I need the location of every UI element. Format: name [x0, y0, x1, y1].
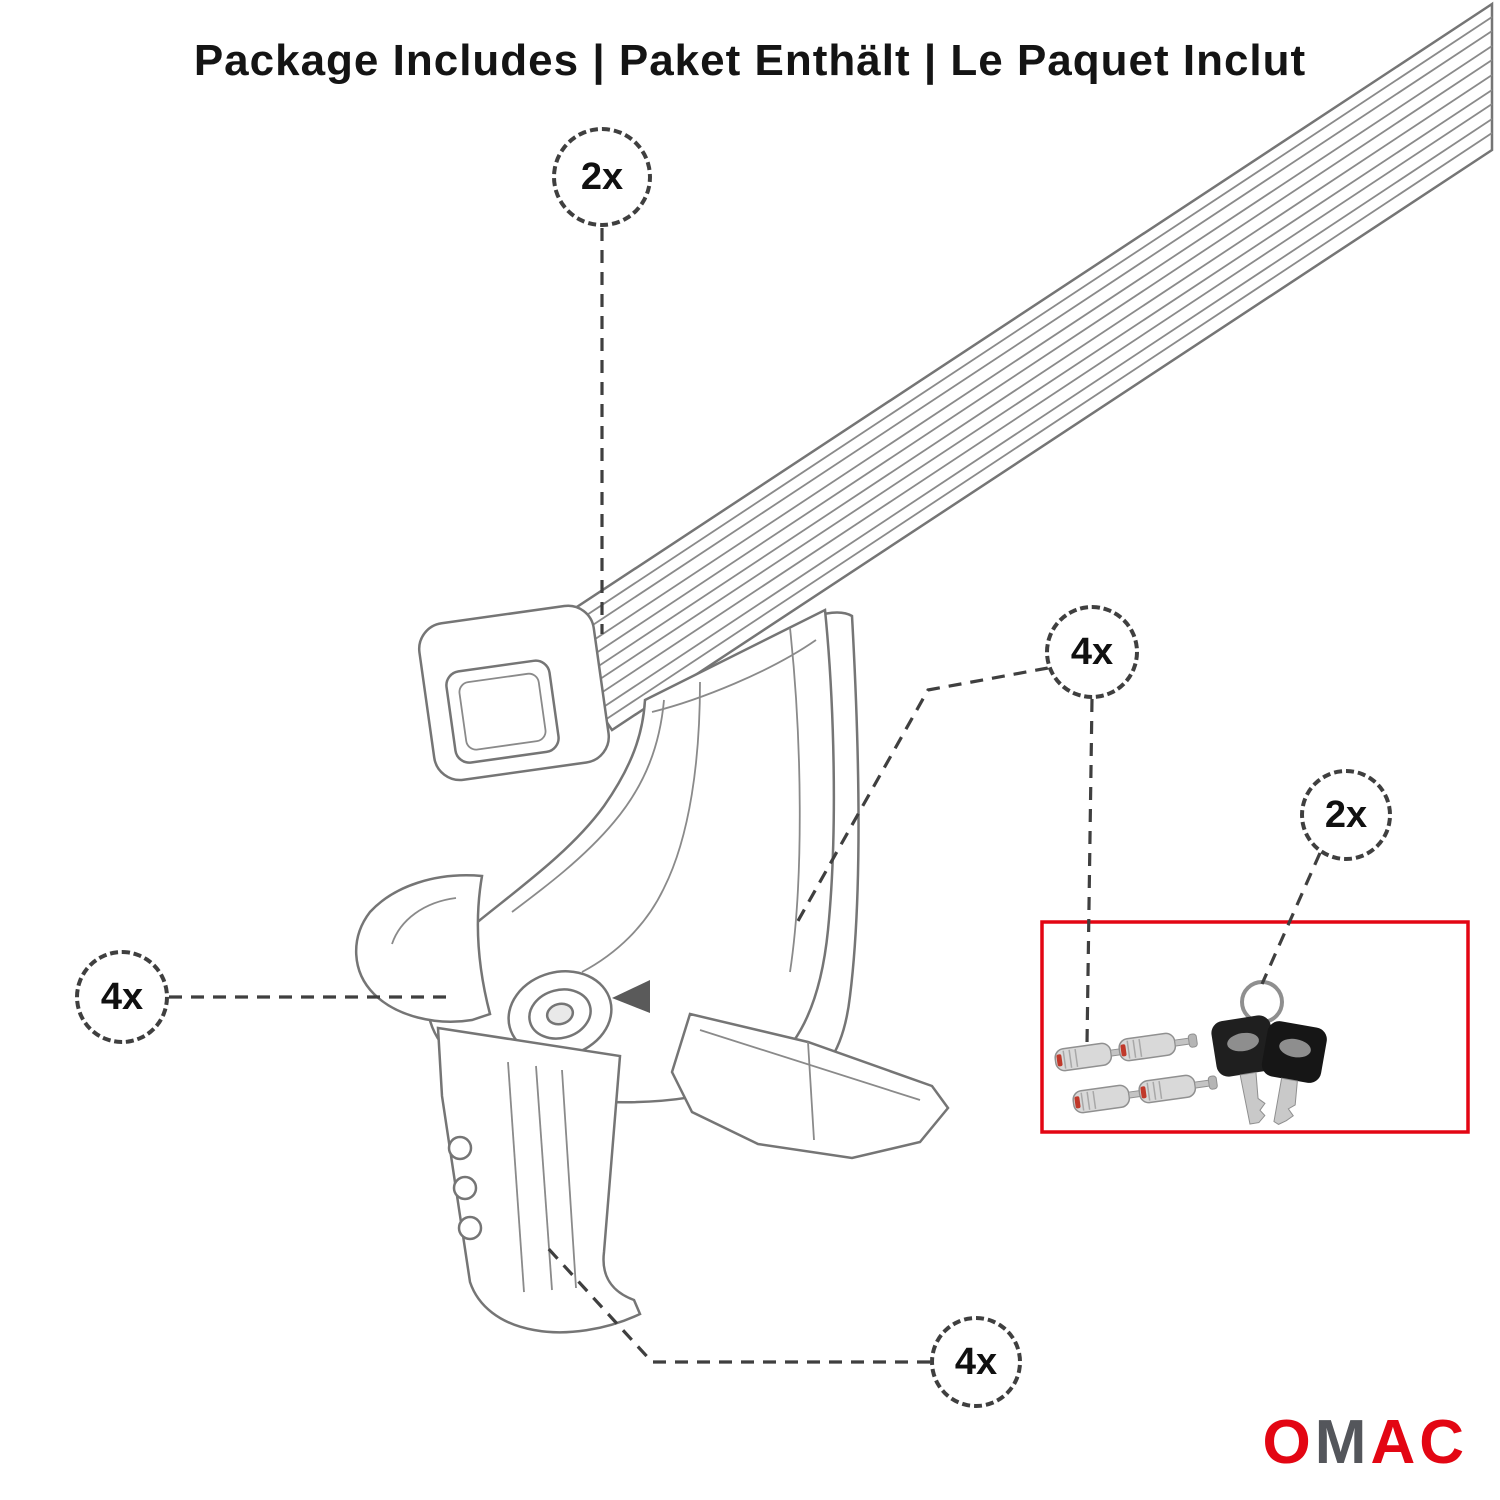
mounting-foot-drawing: [355, 608, 860, 1104]
brand-logo: OMAC: [1263, 1412, 1468, 1474]
callout-clamp-count: 4x: [930, 1316, 1022, 1408]
callout-crossbar-count: 2x: [552, 127, 652, 227]
connector-locks-to-box: [1085, 698, 1094, 1045]
callout-label: 2x: [580, 155, 624, 198]
callout-keys-count: 2x: [1300, 769, 1392, 861]
connector-keys: [1260, 852, 1322, 985]
logo-letter: O: [1262, 1408, 1315, 1477]
clamp-bracket-drawing: [436, 1026, 642, 1334]
key-icon: [1211, 1015, 1276, 1125]
callout-locks-count: 4x: [1045, 605, 1139, 699]
connector-clamp: [544, 1244, 930, 1364]
page-title: Package Includes | Paket Enthält | Le Pa…: [193, 36, 1307, 85]
hardware-box: [1040, 920, 1470, 1134]
crossbar-drawing: [543, 1, 1494, 732]
callout-label: 4x: [954, 1340, 998, 1383]
logo-letter: A: [1370, 1408, 1420, 1477]
logo-letter: C: [1419, 1408, 1468, 1477]
key-icon: [1261, 1021, 1327, 1125]
callout-label: 4x: [100, 975, 144, 1018]
arrow-marker-icon: [612, 980, 650, 1013]
callout-label: 4x: [1070, 630, 1114, 673]
callout-label: 2x: [1324, 793, 1368, 836]
bolt-boss: [507, 970, 650, 1058]
connector-locks-to-foot: [792, 666, 1049, 929]
base-pad: [670, 1012, 950, 1160]
end-cap-drawing: [417, 604, 611, 782]
logo-letter: M: [1314, 1408, 1371, 1477]
callout-foot-count: 4x: [75, 950, 169, 1044]
crossbar-ridges: [551, 16, 1493, 721]
keys-image: [1211, 980, 1327, 1125]
